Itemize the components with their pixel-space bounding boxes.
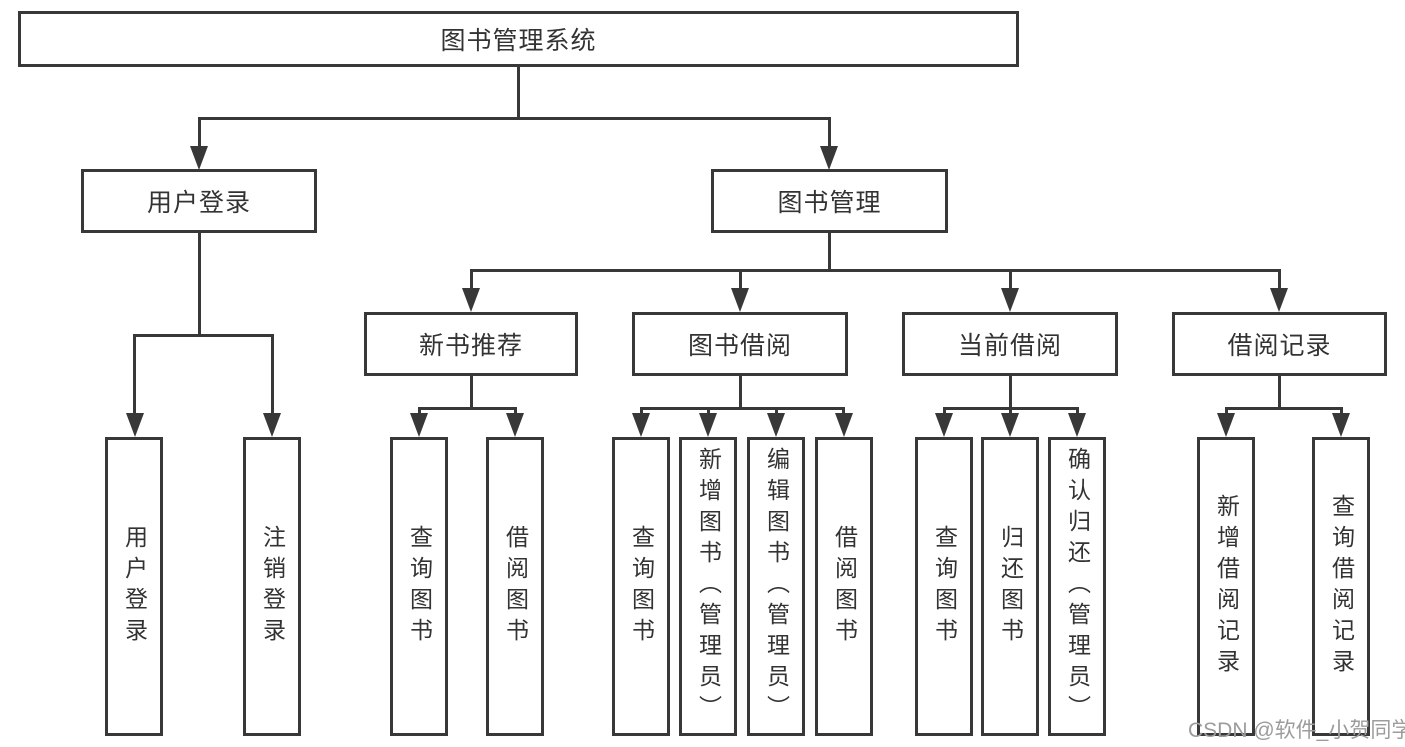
- arrow-down-icon: [410, 413, 428, 437]
- node-borrowing-records: 借阅记录: [1172, 312, 1387, 376]
- arrow-down-icon: [1270, 288, 1288, 312]
- arrow-down-icon: [632, 413, 650, 437]
- connector-drop-leaf: [1076, 407, 1079, 418]
- leaf-bb-edit-book-admin: 编辑图书（管理员）: [747, 437, 805, 736]
- arrow-down-icon: [506, 413, 524, 437]
- connector-drop-leaf: [133, 334, 136, 416]
- arrow-down-icon: [1332, 413, 1350, 437]
- leaf-bb-query-books: 查询图书: [612, 437, 670, 736]
- node-book-borrowing: 图书借阅: [632, 312, 848, 376]
- arrow-down-icon: [767, 413, 785, 437]
- connector-drop-leaf: [842, 407, 845, 418]
- node-book-management: 图书管理: [711, 169, 948, 233]
- connector-drop-book-mgmt: [828, 117, 831, 149]
- leaf-cb-confirm-return-admin: 确认归还（管理员）: [1048, 437, 1106, 736]
- leaf-br-add-record: 新增借阅记录: [1197, 437, 1255, 736]
- connector-newbook-branch: [418, 407, 517, 410]
- connector-drop-level3: [1278, 269, 1281, 295]
- connector-borrowrecord-stem: [1278, 376, 1281, 410]
- connector-root-stem: [517, 64, 520, 120]
- connector-borrowrecord-branch: [1225, 407, 1342, 410]
- leaf-cb-query-books: 查询图书: [915, 437, 973, 736]
- leaf-logout: 注销登录: [243, 437, 301, 736]
- connector-bookmgmt-stem: [828, 231, 831, 271]
- connector-drop-leaf: [775, 407, 778, 418]
- connector-drop-leaf: [640, 407, 643, 418]
- connector-drop-leaf: [514, 407, 517, 418]
- arrow-down-icon: [935, 413, 953, 437]
- arrow-down-icon: [731, 288, 749, 312]
- leaf-bb-borrow-books: 借阅图书: [815, 437, 873, 736]
- node-current-borrowing: 当前借阅: [902, 312, 1118, 376]
- arrow-down-icon: [820, 146, 838, 170]
- csdn-watermark: CSDN @软件_小贺同学: [1188, 719, 1405, 742]
- connector-userlogin-branch: [133, 334, 273, 337]
- arrow-down-icon: [1001, 413, 1019, 437]
- arrow-down-icon: [835, 413, 853, 437]
- connector-bookborrow-stem: [739, 376, 742, 410]
- leaf-bb-add-book-admin: 新增图书（管理员）: [679, 437, 737, 736]
- connector-root-branch: [198, 117, 831, 120]
- connector-bookborrow-branch: [640, 407, 845, 410]
- connector-currentborrow-stem: [1009, 376, 1012, 410]
- arrow-down-icon: [126, 413, 144, 437]
- leaf-nb-borrow-books: 借阅图书: [486, 437, 544, 736]
- connector-drop-leaf: [943, 407, 946, 418]
- arrow-down-icon: [699, 413, 717, 437]
- arrow-down-icon: [1217, 413, 1235, 437]
- connector-drop-level3: [470, 269, 473, 295]
- arrow-down-icon: [1068, 413, 1086, 437]
- arrow-down-icon: [263, 413, 281, 437]
- node-user-login: 用户登录: [81, 169, 317, 233]
- leaf-user-login: 用户登录: [105, 437, 163, 736]
- connector-userlogin-stem: [198, 232, 201, 336]
- connector-newbook-stem: [470, 376, 473, 410]
- connector-drop-leaf: [1009, 407, 1012, 418]
- arrow-down-icon: [190, 146, 208, 170]
- connector-drop-leaf: [707, 407, 710, 418]
- arrow-down-icon: [462, 288, 480, 312]
- node-root-library-system: 图书管理系统: [18, 11, 1019, 67]
- leaf-cb-return-books: 归还图书: [981, 437, 1039, 736]
- connector-drop-leaf: [1340, 407, 1343, 418]
- connector-drop-level3: [739, 269, 742, 295]
- connector-bookmgmt-branch: [470, 269, 1280, 272]
- leaf-nb-query-books: 查询图书: [390, 437, 448, 736]
- leaf-br-query-record: 查询借阅记录: [1312, 437, 1370, 736]
- connector-drop-leaf: [271, 334, 274, 416]
- connector-drop-leaf: [418, 407, 421, 418]
- connector-drop-leaf: [1225, 407, 1228, 418]
- node-new-book-recommend: 新书推荐: [364, 312, 578, 376]
- arrow-down-icon: [1001, 288, 1019, 312]
- connector-drop-user-login: [198, 117, 201, 149]
- connector-drop-level3: [1009, 269, 1012, 295]
